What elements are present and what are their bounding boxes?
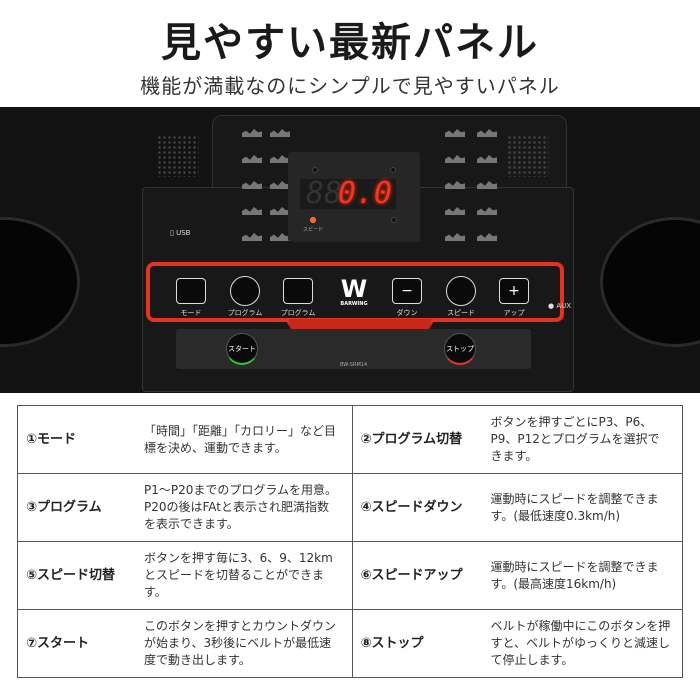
indicator-led-speed [310,217,316,223]
cup-holder-right [600,217,700,347]
display-value: 0.0 [300,179,396,209]
table-row: ⑦スタート このボタンを押すとカウントダウンが始まり、3秒後にベルトが最低速度で動… [17,609,684,678]
program-switch-dial[interactable] [230,276,260,306]
program-button[interactable] [283,278,313,304]
speed-label: スピード [447,309,475,317]
function-description: ボタンを押す毎に3、6、9、12kmとスピードを切替ることができます。 [144,551,333,599]
function-label: ⑦スタート [26,636,90,651]
table-cell: ②プログラム切替 ボタンを押すごとにP3、P6、P9、P12とプログラムを選択でき… [351,405,684,474]
program-profile-icon [445,181,465,189]
page-subtitle: 機能が満載なのにシンプルで見やすいパネル [140,74,560,98]
program-profile-icon [270,181,290,189]
function-label: ⑧ストップ [360,636,424,651]
function-label: ④スピードダウン [360,500,463,515]
mode-label: モード [180,309,202,317]
indicator-led [390,167,396,173]
function-description: 運動時にスピードを調整できます。(最低速度0.3km/h) [490,491,659,523]
program-profile-icon [445,207,465,215]
function-description: このボタンを押すとカウントダウンが始まり、3秒後にベルトが最低速度で動き出します… [144,619,337,667]
program-profile-icon [477,233,497,241]
down-label: ダウン [396,309,418,317]
speaker-right-icon [507,135,549,177]
program-profile-icon [477,155,497,163]
function-label: ③プログラム [26,500,102,515]
program-label: プログラム [280,309,316,317]
usb-label: USB [176,229,191,237]
table-cell: ④スピードダウン 運動時にスピードを調整できます。(最低速度0.3km/h) [351,473,684,542]
aux-port: ● AUX [548,302,572,310]
program-profile-icon [477,207,497,215]
table-cell: ⑤スピード切替 ボタンを押す毎に3、6、9、12kmとスピードを切替ることができま… [17,541,353,610]
aux-label: AUX [556,302,572,310]
indicator-label-speed: スピード [303,227,324,233]
function-label: ②プログラム切替 [360,432,463,447]
start-button[interactable]: スタート [226,333,258,365]
speed-switch-dial[interactable] [446,276,476,306]
program-profile-icon [270,233,290,241]
program-profile-icon [242,207,262,215]
table-row: ⑤スピード切替 ボタンを押す毎に3、6、9、12kmとスピードを切替ることができま… [17,541,684,610]
function-description: ベルトが稼働中にこのボタンを押すと、ベルトがゆっくりと減速して停止します。 [490,619,671,667]
function-description: 「時間」「距離」「カロリー」など目標を決め、運動できます。 [144,423,337,455]
mode-button[interactable] [176,278,206,304]
table-cell: ①モード 「時間」「距離」「カロリー」など目標を決め、運動できます。 [17,405,353,474]
program-profile-icon [270,207,290,215]
function-label: ⑥スピードアップ [360,568,463,583]
function-description: ボタンを押すごとにP3、P6、P9、P12とプログラムを選択できます。 [490,415,660,463]
program-profile-icon [242,233,262,241]
program-profile-icon [477,181,497,189]
table-row: ③プログラム P1〜P20までのプログラムを用意。P20の後はFAtと表示され肥満… [17,473,684,542]
speed-down-button[interactable]: − [392,278,422,304]
program-profile-icon [445,129,465,137]
program-profile-icon [242,155,262,163]
function-table: ①モード 「時間」「距離」「カロリー」など目標を決め、運動できます。 ②プログラム切… [17,405,684,678]
speaker-left-icon [157,135,199,177]
cup-holder-left [0,217,80,347]
up-label: アップ [503,309,525,317]
function-description: P1〜P20までのプログラムを用意。P20の後はFAtと表示され肥満指数を表示で… [144,483,338,531]
model-number: BW-SRM14 [340,362,368,368]
function-label: ⑤スピード切替 [26,568,116,583]
speed-up-button[interactable]: + [499,278,529,304]
table-cell: ⑦スタート このボタンを押すとカウントダウンが始まり、3秒後にベルトが最低速度で動… [17,609,353,678]
stop-button[interactable]: ストップ [444,333,476,365]
program-profile-icon [477,129,497,137]
program-switch-label: プログラム [227,309,263,317]
function-description: 運動時にスピードを調整できます。(最高速度16km/h) [490,559,659,591]
table-cell: ③プログラム P1〜P20までのプログラムを用意。P20の後はFAtと表示され肥満… [17,473,353,542]
table-cell: ⑥スピードアップ 運動時にスピードを調整できます。(最高速度16km/h) [351,541,684,610]
usb-port: ▯ USB [170,229,191,237]
program-profile-icon [445,233,465,241]
program-profile-icon [242,129,262,137]
program-profile-icon [270,129,290,137]
indicator-led [391,217,397,223]
indicator-led [312,167,318,173]
page-title: 見やすい最新パネル [161,20,539,66]
display-ghost-digits: 88 [306,176,343,211]
program-profile-icon [242,181,262,189]
table-row: ①モード 「時間」「距離」「カロリー」など目標を決め、運動できます。 ②プログラム切… [17,405,684,474]
table-cell: ⑧ストップ ベルトが稼働中にこのボタンを押すと、ベルトがゆっくりと減速して停止しま… [351,609,684,678]
program-profile-icon [270,155,290,163]
program-profile-icon [445,155,465,163]
function-label: ①モード [26,432,77,447]
